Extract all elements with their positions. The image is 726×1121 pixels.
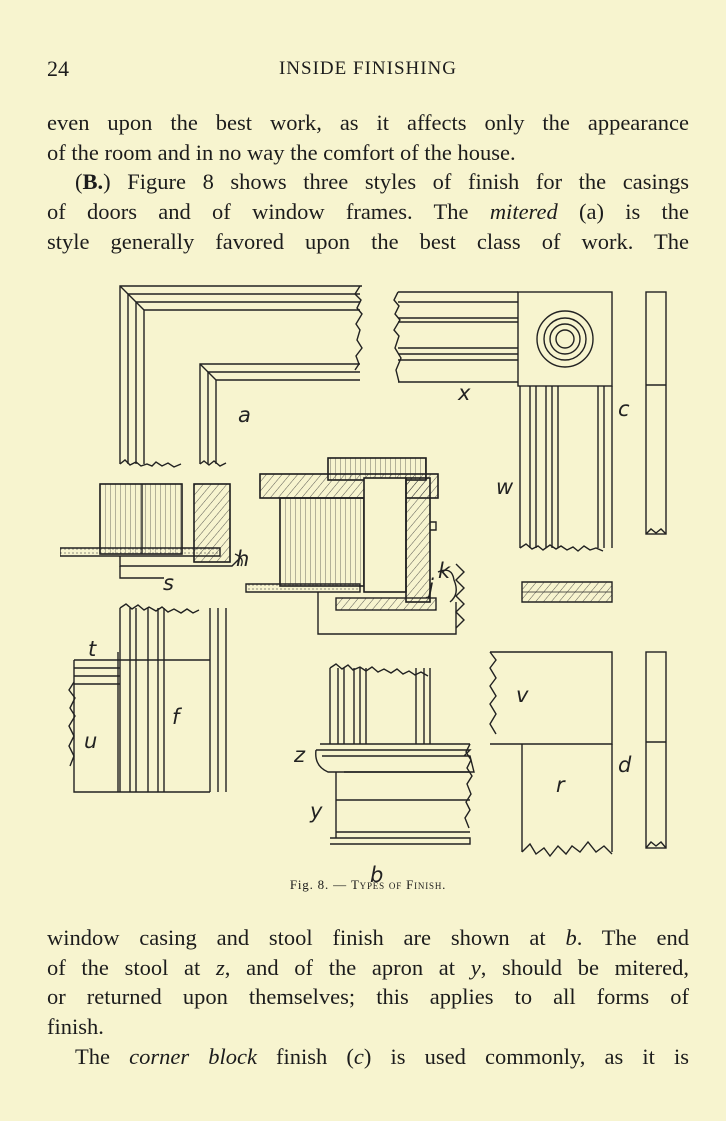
- emphasis-c: c: [353, 1044, 364, 1069]
- label-j: j: [425, 575, 434, 599]
- text-line: style generally favored upon the best cl…: [47, 228, 689, 254]
- label-z: z: [293, 743, 306, 767]
- emphasis-y: y: [470, 954, 481, 980]
- text-run: of the stool at: [47, 954, 216, 980]
- emphasis-corner-block: corner block: [129, 1044, 257, 1069]
- label-d: d: [618, 753, 632, 777]
- paragraph-corner-block: The corner block finish (c) is used comm…: [47, 1042, 689, 1072]
- section-detail-middle: [245, 457, 465, 635]
- text-line: window casing and stool finish are shown…: [47, 923, 689, 953]
- figure-types-of-finish: a b c d f h j k r s t u v w x y z: [60, 272, 690, 884]
- text-run: The: [75, 1044, 130, 1069]
- window-stool-drawing: [315, 663, 475, 845]
- text-run: , should be mitered,: [480, 954, 690, 980]
- label-s: s: [163, 571, 174, 595]
- plinth-block-drawing: [489, 651, 667, 858]
- figure-caption: Fig. 8. — Types of Finish.: [289, 877, 447, 892]
- caption-text: Types of Finish.: [350, 877, 447, 892]
- label-r: r: [556, 773, 566, 797]
- text-line: of doors and of window frames. The miter…: [47, 197, 689, 227]
- label-y: y: [309, 799, 323, 823]
- label-f: f: [172, 705, 183, 729]
- label-a: a: [238, 403, 251, 427]
- paragraph-continuation: even upon the best work, as it affects o…: [47, 108, 689, 257]
- text-run: (a) is the: [557, 199, 690, 225]
- finish-drawings: a b c d f h j k r s t u v w x y z: [60, 285, 667, 884]
- text-run: Figure 8 shows three styles of finish fo…: [127, 169, 689, 195]
- text-run: finish (: [256, 1044, 354, 1069]
- text-line: (B.) Figure 8 shows three styles of fini…: [75, 169, 689, 195]
- caption-prefix: Fig. 8.: [289, 877, 330, 892]
- running-title: INSIDE FINISHING: [278, 58, 458, 79]
- section-label: B.: [82, 169, 104, 195]
- emphasis-b: b: [565, 925, 577, 950]
- text-run: window casing and stool finish are shown…: [47, 925, 566, 950]
- text-run: of doors and of window frames. The: [47, 199, 490, 225]
- label-b: b: [370, 863, 383, 884]
- emphasis-z: z: [216, 954, 225, 980]
- emphasis-mitered: mitered: [489, 199, 558, 225]
- label-x: x: [457, 381, 471, 405]
- label-w: w: [496, 475, 514, 499]
- text-run: ) is used commonly, as it is: [363, 1044, 690, 1069]
- label-t: t: [88, 637, 97, 661]
- section-detail-left: [60, 483, 243, 579]
- text-run: , and of the apron at: [224, 954, 471, 980]
- corner-block-drawing: [393, 291, 667, 603]
- text-line: even upon the best work, as it affects o…: [47, 110, 689, 135]
- label-c: c: [618, 397, 630, 421]
- label-k: k: [438, 559, 451, 583]
- text-line: or returned upon themselves; this applie…: [47, 984, 689, 1010]
- plinth-drawing: [68, 603, 227, 793]
- page-number: 24: [47, 56, 69, 81]
- text-line: of the room and in no way the comfort of…: [47, 139, 516, 165]
- label-h: h: [236, 547, 249, 571]
- paragraph-window-casing: window casing and stool finish are shown…: [47, 923, 689, 1042]
- text-line: of the stool at z, and of the apron at y…: [47, 953, 689, 983]
- text-line: The corner block finish (c) is used comm…: [47, 1042, 689, 1072]
- text-run: . The end: [576, 925, 689, 950]
- page-header: 24 INSIDE FINISHING: [47, 56, 689, 86]
- text-line: finish.: [47, 1014, 104, 1040]
- mitered-casing-drawing: [119, 285, 363, 468]
- label-v: v: [516, 683, 529, 707]
- label-u: u: [84, 729, 97, 753]
